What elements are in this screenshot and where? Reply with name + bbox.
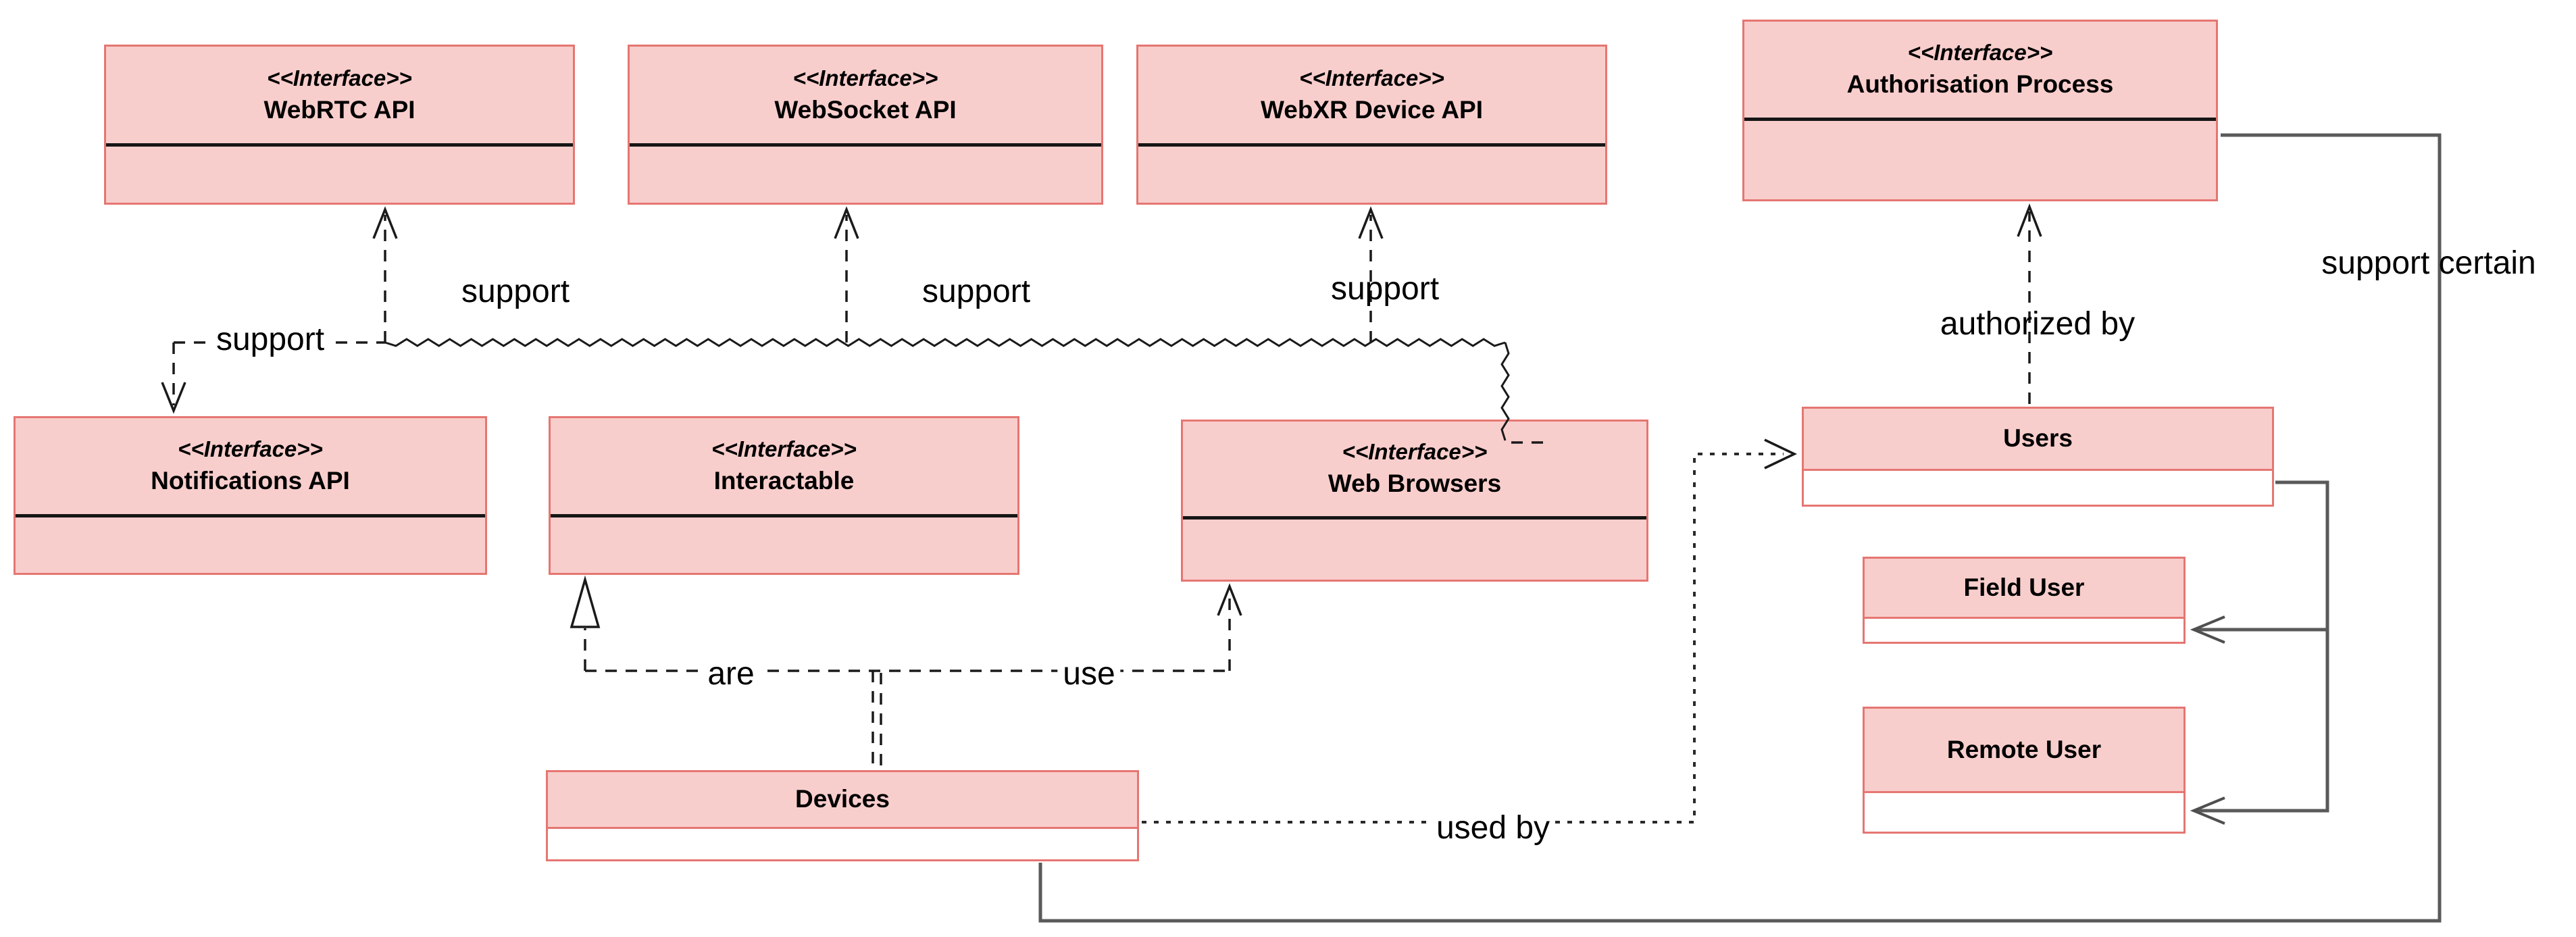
empty-compartment bbox=[1138, 143, 1605, 203]
edge-devices-are-interactable bbox=[570, 575, 1230, 767]
class-title: Users bbox=[2003, 424, 2073, 453]
stereotype-label: <<Interface>> bbox=[1907, 40, 2053, 66]
class-title: WebSocket API bbox=[774, 95, 957, 124]
stereotype-label: <<Interface>> bbox=[1299, 65, 1444, 91]
class-header: Remote User bbox=[1865, 709, 2183, 791]
class-box-webrtc-api: <<Interface>> WebRTC API bbox=[104, 45, 575, 205]
empty-compartment bbox=[630, 143, 1101, 203]
open-arrowhead-up-web-browsers bbox=[1217, 583, 1242, 616]
empty-compartment bbox=[1183, 516, 1646, 580]
class-box-authorisation-process: <<Interface>> Authorisation Process bbox=[1742, 20, 2218, 201]
open-arrowhead-up-websocket bbox=[834, 206, 859, 239]
edge-label-are: are bbox=[702, 657, 760, 692]
class-title: Interactable bbox=[713, 466, 855, 495]
edge-browsers-support-apis bbox=[161, 206, 1550, 444]
stereotype-label: <<Interface>> bbox=[267, 65, 412, 91]
stereotype-label: <<Interface>> bbox=[792, 65, 938, 91]
class-header: <<Interface>> Authorisation Process bbox=[1744, 22, 2216, 118]
class-header: <<Interface>> Web Browsers bbox=[1183, 422, 1646, 516]
class-box-webxr-device-api: <<Interface>> WebXR Device API bbox=[1136, 45, 1607, 205]
edge-label-used-by: used by bbox=[1430, 811, 1556, 846]
edge-label-support-notifications: support bbox=[210, 322, 330, 357]
class-title: Field User bbox=[1963, 573, 2085, 601]
class-box-users: Users bbox=[1802, 407, 2274, 507]
class-title: Devices bbox=[795, 785, 890, 813]
class-header: Devices bbox=[548, 772, 1137, 827]
empty-compartment bbox=[1804, 469, 2272, 505]
class-title: Notifications API bbox=[151, 466, 350, 495]
class-header: <<Interface>> Notifications API bbox=[16, 418, 485, 514]
class-box-websocket-api: <<Interface>> WebSocket API bbox=[628, 45, 1103, 205]
class-title: Web Browsers bbox=[1328, 470, 1502, 498]
class-box-interactable: <<Interface>> Interactable bbox=[549, 416, 1019, 575]
users-to-remote-user-line bbox=[2196, 480, 2329, 813]
class-title: Authorisation Process bbox=[1846, 70, 2114, 98]
class-box-web-browsers: <<Interface>> Web Browsers bbox=[1181, 420, 1648, 582]
class-header: <<Interface>> WebXR Device API bbox=[1138, 47, 1605, 143]
stereotype-label: <<Interface>> bbox=[1342, 439, 1488, 465]
class-box-devices: Devices bbox=[546, 770, 1139, 861]
open-arrowhead-left-remote-user bbox=[2190, 796, 2225, 825]
edge-label-use: use bbox=[1057, 657, 1121, 692]
edge-label-support-webrtc: support bbox=[461, 274, 570, 309]
edge-label-support-certain: support certain bbox=[2321, 245, 2536, 281]
support-line-shared-run bbox=[384, 338, 1506, 347]
empty-compartment bbox=[548, 827, 1137, 859]
open-arrowhead-up-authorisation bbox=[2017, 203, 2042, 237]
empty-compartment bbox=[1865, 617, 2183, 642]
stereotype-label: <<Interface>> bbox=[178, 436, 323, 462]
stereotype-label: <<Interface>> bbox=[711, 436, 857, 462]
class-title: WebRTC API bbox=[263, 95, 415, 124]
class-header: <<Interface>> WebRTC API bbox=[106, 47, 573, 143]
edge-devices-use-web-browsers bbox=[1217, 583, 1242, 671]
open-arrowhead-left-field-user bbox=[2190, 615, 2225, 644]
edge-users-authorized-by bbox=[2017, 203, 2042, 404]
open-arrowhead-right-users bbox=[1764, 438, 1798, 470]
empty-compartment bbox=[106, 143, 573, 203]
class-header: <<Interface>> WebSocket API bbox=[630, 47, 1101, 143]
edge-label-support-webxr: support bbox=[1330, 271, 1440, 307]
empty-compartment bbox=[551, 513, 1017, 573]
open-arrowhead-up-webxr bbox=[1358, 206, 1384, 239]
edge-label-authorized-by: authorized by bbox=[1940, 306, 2136, 342]
empty-compartment bbox=[1865, 790, 2183, 832]
class-title: Remote User bbox=[1946, 735, 2102, 763]
class-box-notifications-api: <<Interface>> Notifications API bbox=[14, 416, 487, 575]
empty-compartment bbox=[16, 513, 485, 573]
class-header: <<Interface>> Interactable bbox=[551, 418, 1017, 514]
open-arrowhead-down-notifications bbox=[161, 382, 186, 414]
open-arrowhead-up-webrtc bbox=[372, 206, 398, 239]
class-title: WebXR Device API bbox=[1260, 95, 1483, 124]
class-box-remote-user: Remote User bbox=[1863, 707, 2186, 834]
edge-users-generalization bbox=[2190, 480, 2329, 825]
empty-compartment bbox=[1744, 118, 2216, 199]
class-box-field-user: Field User bbox=[1863, 557, 2186, 644]
edge-label-support-websocket: support bbox=[921, 274, 1031, 309]
class-header: Field User bbox=[1865, 559, 2183, 617]
hollow-triangle-arrowhead-interactable bbox=[570, 575, 601, 628]
class-header: Users bbox=[1804, 409, 2272, 469]
